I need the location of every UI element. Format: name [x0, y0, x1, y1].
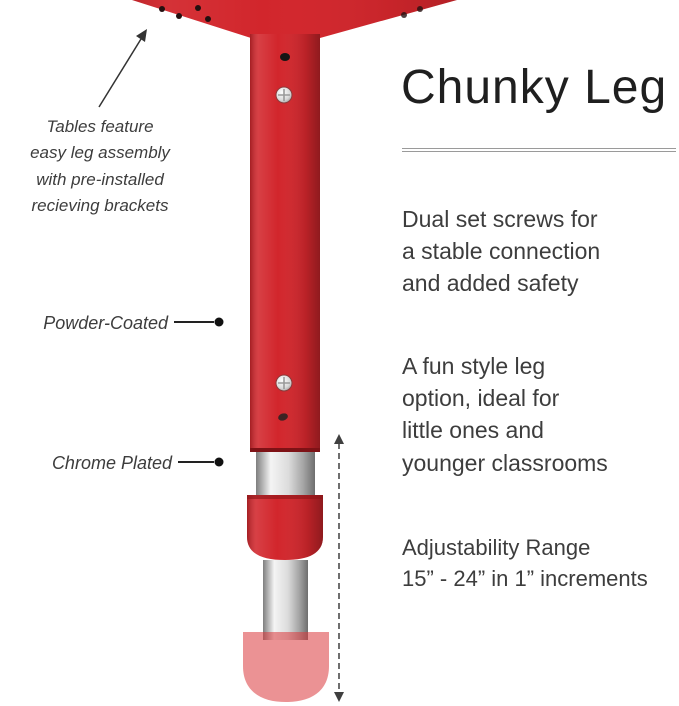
feature-dual-screws: Dual set screws for a stable connection … — [402, 206, 601, 297]
pin-hole-lower — [278, 413, 288, 421]
mounting-plate — [132, 0, 457, 38]
feature-adjustability: Adjustability Range 15” - 24” in 1” incr… — [402, 535, 648, 591]
adjustability-measure-line — [334, 434, 344, 702]
powder-coated-pointer — [174, 317, 224, 327]
chrome-upper-section — [256, 452, 315, 497]
plate-screw-holes — [159, 5, 423, 22]
title-divider — [402, 148, 676, 152]
chrome-plated-pointer — [178, 457, 224, 467]
chrome-plated-label: Chrome Plated — [51, 453, 172, 473]
assembly-arrow-icon — [98, 29, 147, 108]
foot-cap — [243, 632, 329, 702]
tube-bottom-seam — [250, 448, 320, 452]
powder-coated-label: Powder-Coated — [43, 313, 168, 333]
assembly-note: Tables feature easy leg assembly with pr… — [30, 117, 170, 216]
set-screw-lower — [275, 374, 293, 392]
chunky-collar — [247, 495, 323, 560]
page-title: Chunky Leg — [401, 61, 668, 114]
chrome-lower-section — [263, 560, 308, 640]
pin-hole-top — [280, 53, 290, 61]
feature-fun-style: A fun style leg option, ideal for little… — [402, 353, 608, 476]
set-screw-upper — [275, 86, 293, 104]
